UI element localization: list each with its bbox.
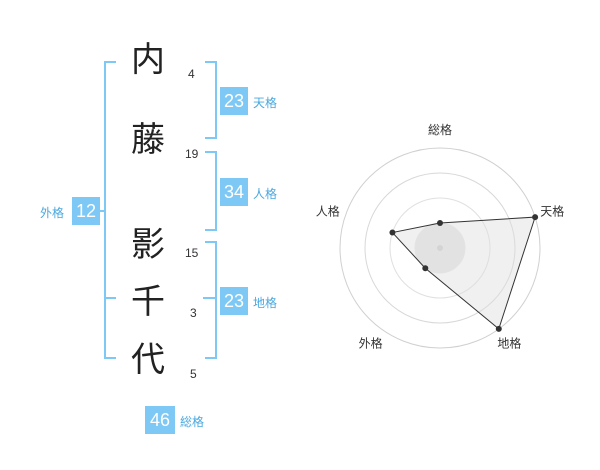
chikaku-bracket xyxy=(205,241,217,359)
radar-data-area xyxy=(391,216,536,330)
name-char-3: 影 xyxy=(131,225,165,265)
gaikaku-value-badge: 12 xyxy=(72,197,100,225)
soukaku-label: 総格 xyxy=(180,415,205,429)
gaikaku-label: 外格 xyxy=(40,206,65,220)
chikaku-bracket-mid-tick xyxy=(203,297,217,299)
stroke-count-1: 4 xyxy=(188,67,195,81)
name-char-2: 藤 xyxy=(131,120,165,160)
radar-axis-label-3: 地格 xyxy=(497,335,521,350)
radar-point-3 xyxy=(495,325,502,332)
name-char-4: 千 xyxy=(131,282,165,322)
radar-center xyxy=(437,245,443,251)
jinkaku-bracket xyxy=(205,151,217,231)
radar-point-2 xyxy=(532,214,539,221)
stroke-count-2: 19 xyxy=(185,147,199,161)
radar-point-1 xyxy=(437,220,443,226)
radar-rings xyxy=(339,147,541,349)
radar-axis-label-5: 人格 xyxy=(316,204,340,219)
jinkaku-label: 人格 xyxy=(253,187,278,201)
radar-axis-label-1: 総格 xyxy=(428,122,452,137)
stroke-count-5: 5 xyxy=(190,367,197,381)
radar-point-5 xyxy=(389,229,396,236)
soukaku-value-badge: 46 xyxy=(145,406,175,434)
stroke-count-4: 3 xyxy=(190,306,197,320)
tenkaku-label: 天格 xyxy=(253,96,278,110)
radar-point-4 xyxy=(422,265,429,272)
outer-bracket-mid-tick xyxy=(104,297,116,299)
name-char-1: 内 xyxy=(131,40,165,80)
outer-bracket xyxy=(104,61,116,359)
radar-axis-label-4: 外格 xyxy=(359,335,383,350)
radar-points xyxy=(389,214,539,332)
chikaku-value-badge: 23 xyxy=(220,287,248,315)
name-char-5: 代 xyxy=(131,340,165,380)
radar-axis-label-2: 天格 xyxy=(540,204,564,219)
tenkaku-value-badge: 23 xyxy=(220,87,248,115)
chikaku-label: 地格 xyxy=(253,296,278,310)
jinkaku-value-badge: 34 xyxy=(220,178,248,206)
tenkaku-bracket xyxy=(205,61,217,139)
stroke-count-3: 15 xyxy=(185,246,199,260)
